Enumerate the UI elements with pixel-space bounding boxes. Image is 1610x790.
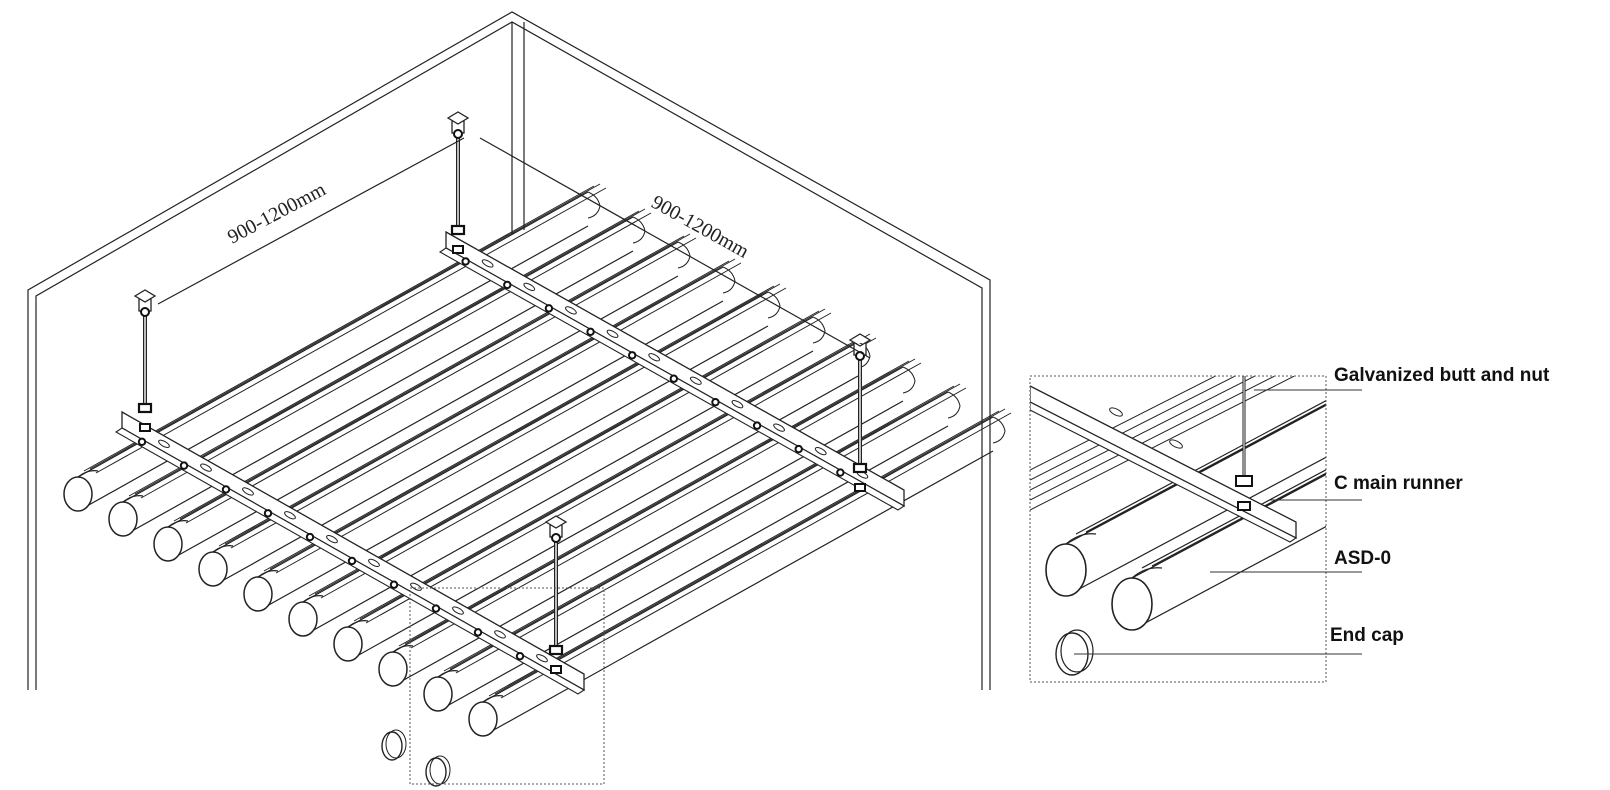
profile-tube (198, 258, 742, 587)
room-walls (27, 11, 991, 690)
hanger-rod (848, 333, 872, 492)
hanger-rod (544, 515, 568, 674)
profile-tube (243, 283, 787, 612)
detail-view (1029, 375, 1327, 683)
hanger-rod (133, 289, 157, 432)
profile-tube (63, 183, 607, 512)
profile-tube (153, 233, 697, 562)
detail-main-runner (1030, 385, 1297, 540)
detail-profile-tubes (1030, 376, 1326, 631)
hanger-rod (446, 111, 470, 254)
callout-galvanized-butt-and-nut: Galvanized butt and nut (1334, 365, 1550, 386)
detail-profile-tube (1111, 469, 1326, 631)
callout-c-main-runner: C main runner (1334, 473, 1463, 494)
callout-end-cap: End cap (1330, 625, 1404, 646)
callout-asd-0: ASD-0 (1334, 548, 1391, 569)
left-span-dimension: 900-1200mm (224, 178, 330, 248)
detail-profile-tube (1045, 399, 1326, 597)
galvanized-nut (1235, 475, 1253, 487)
hanger-rods (133, 111, 872, 674)
end-cap (381, 731, 403, 761)
profile-tube (468, 408, 1012, 737)
dimension-lines (157, 137, 871, 359)
runner-slots (137, 257, 869, 663)
detail-frame (1029, 375, 1327, 683)
right-span-dimension: 900-1200mm (648, 191, 753, 263)
callout-leaders (1074, 389, 1362, 655)
end-cap (425, 757, 447, 787)
detail-marker-frame (409, 587, 605, 785)
main-runner-right (438, 230, 906, 511)
loose-end-caps (381, 729, 451, 787)
